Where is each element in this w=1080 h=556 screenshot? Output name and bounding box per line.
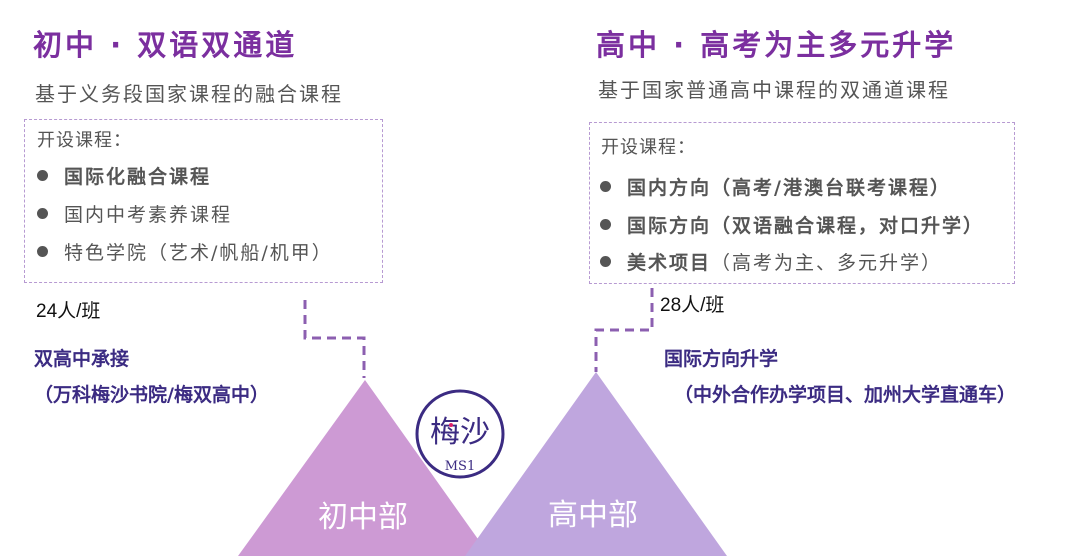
senior-triangle	[465, 372, 727, 556]
senior-courses-box: 开设课程： 国内方向（高考/港澳台联考课程） 国际方向（双语融合课程，对口升学）…	[589, 122, 1015, 284]
junior-section-label: 初中部	[318, 500, 408, 535]
junior-title: 初中 · 双语双通道	[33, 28, 298, 62]
courses-header: 开设课程：	[37, 130, 132, 151]
bullet-icon	[37, 246, 48, 257]
course-item: 特色学院（艺术/帆船/机甲）	[37, 238, 333, 265]
courses-header: 开设课程：	[601, 137, 696, 158]
school-logo: 梅沙 MS1	[415, 389, 505, 479]
course-label: 特色学院（艺术/帆船/机甲）	[64, 242, 333, 264]
bullet-icon	[37, 208, 48, 219]
senior-pathway-detail: （中外合作办学项目、加州大学直通车）	[674, 384, 1017, 406]
junior-triangle	[238, 380, 490, 556]
course-detail: （高考/港澳台联考课程）	[711, 177, 951, 199]
course-label: 美术项目	[627, 252, 712, 274]
bullet-icon	[600, 181, 611, 192]
course-detail: （高考为主、多元升学）	[711, 252, 943, 274]
course-label: 国内中考素养课程	[64, 204, 233, 226]
logo-text: 梅沙	[430, 415, 490, 450]
senior-subtitle: 基于国家普通高中课程的双通道课程	[598, 78, 950, 102]
bullet-icon	[37, 170, 48, 181]
junior-connector	[303, 300, 366, 378]
course-item: 国际方向（双语融合课程，对口升学）	[600, 211, 984, 238]
senior-pathway: 国际方向升学	[664, 348, 779, 370]
junior-subtitle: 基于义务段国家课程的融合课程	[35, 82, 343, 106]
junior-courses-box: 开设课程： 国际化融合课程 国内中考素养课程 特色学院（艺术/帆船/机甲）	[24, 119, 383, 283]
course-detail: （双语融合课程，对口升学）	[711, 215, 985, 237]
senior-class-size: 28人/班	[660, 295, 725, 316]
course-item: 国际化融合课程	[37, 162, 211, 189]
bullet-icon	[600, 256, 611, 267]
senior-section-label: 高中部	[548, 498, 638, 533]
senior-connector	[594, 288, 654, 372]
junior-class-size: 24人/班	[36, 301, 101, 322]
bullet-icon	[600, 219, 611, 230]
junior-pathway-detail: （万科梅沙书院/梅双高中）	[34, 384, 269, 406]
course-item: 国内方向（高考/港澳台联考课程）	[600, 173, 951, 200]
senior-title: 高中 · 高考为主多元升学	[596, 28, 957, 62]
junior-pathway: 双高中承接	[34, 348, 130, 370]
course-label: 国际方向	[627, 215, 712, 237]
course-label: 国内方向	[627, 177, 712, 199]
course-item: 美术项目（高考为主、多元升学）	[600, 248, 942, 275]
logo-initials: MS1	[445, 459, 476, 474]
course-item: 国内中考素养课程	[37, 200, 232, 227]
course-label: 国际化融合课程	[64, 166, 212, 188]
